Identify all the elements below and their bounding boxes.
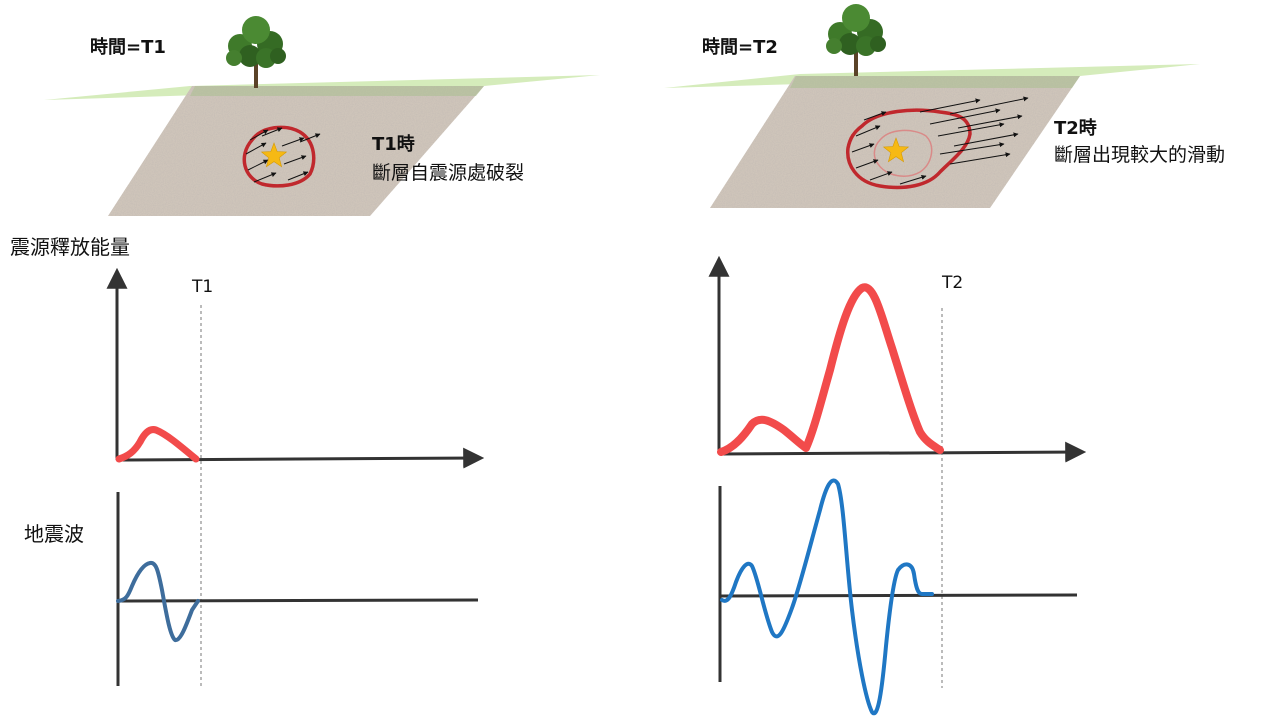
slip-arrows <box>851 96 1029 185</box>
panel-t2-ground-block <box>664 64 1200 208</box>
panel-t1-ground-block <box>44 75 600 216</box>
energy-chart-t2 <box>708 255 1087 688</box>
star-icon <box>260 142 288 168</box>
time-title-t1: 時間=T1 <box>90 37 166 58</box>
grass-strip <box>190 86 484 96</box>
tree-icon <box>226 16 286 88</box>
wave-curve <box>720 478 934 716</box>
rupture-zone-t1 <box>242 125 321 188</box>
ground-texture <box>108 86 484 216</box>
tree-icon <box>826 4 886 76</box>
desc-title-t1: T1時 <box>372 134 415 155</box>
time-marker-label-t1: T1 <box>192 277 214 297</box>
wave-chart-t2 <box>718 478 1078 716</box>
x-axis <box>117 598 479 603</box>
grass-strip <box>790 76 1080 88</box>
star-icon <box>882 137 910 163</box>
desc-body-t1: 斷層自震源處破裂 <box>372 162 525 184</box>
energy-axis-label: 震源釋放能量 <box>10 235 130 259</box>
x-axis <box>116 447 485 469</box>
x-axis <box>719 593 1078 598</box>
desc-body-t2: 斷層出現較大的滑動 <box>1054 144 1226 166</box>
energy-chart-t1 <box>106 267 485 688</box>
wave-axis-label: 地震波 <box>24 522 84 546</box>
rupture-outline <box>242 125 316 188</box>
slip-arrows <box>245 127 321 183</box>
energy-curve <box>115 426 200 463</box>
rupture-outline <box>846 108 972 190</box>
x-axis <box>718 441 1087 463</box>
wave-chart-t1 <box>116 492 479 686</box>
inner-rupture-outline <box>873 129 933 177</box>
energy-curve <box>717 283 944 456</box>
rupture-zone-t2 <box>846 96 1029 190</box>
time-title-t2: 時間=T2 <box>702 37 778 58</box>
time-marker-label-t2: T2 <box>942 273 964 293</box>
wave-curve <box>116 560 200 643</box>
desc-title-t2: T2時 <box>1054 118 1097 139</box>
